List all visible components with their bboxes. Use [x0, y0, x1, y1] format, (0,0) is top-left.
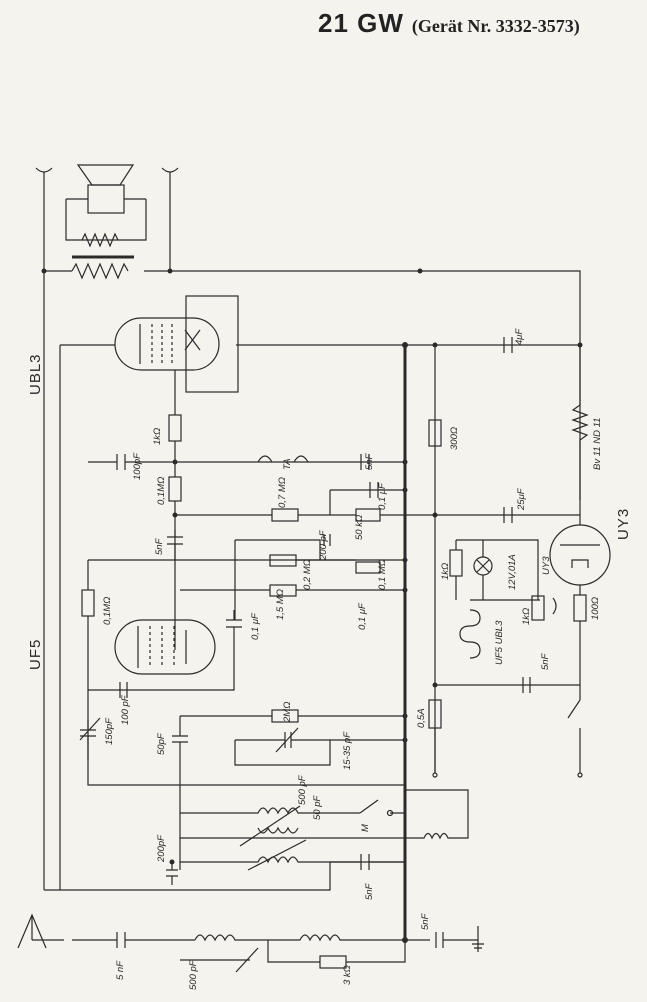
label-ta: TA: [282, 459, 293, 470]
label-c-01uf-c: 0,1 μF: [250, 612, 261, 640]
antenna: [17, 913, 484, 973]
label-c-200pf-a: 200 pF: [318, 529, 329, 561]
device-subtitle: (Gerät Nr. 3332-3573): [411, 16, 580, 36]
label-choke: UF5 UBL3: [494, 620, 505, 665]
label-c-500pf-ant: 500 pF: [188, 959, 199, 990]
label-c-50pf-a: 50pF: [156, 732, 167, 755]
label-r-1k-b: 1kΩ: [521, 608, 532, 625]
label-fuse: 0,5A: [416, 708, 427, 728]
label-c-100pf-top: 100pF: [132, 452, 143, 480]
label-r-300: 300Ω: [449, 427, 460, 450]
label-r-100: 100Ω: [590, 597, 601, 620]
label-switch-m: M: [360, 824, 371, 832]
label-c-01uf-a: 0,1 μF: [377, 482, 388, 510]
uy3-label: UY3: [615, 508, 632, 540]
label-r-01m-uf5: 0,1MΩ: [102, 597, 113, 625]
loudspeaker: [65, 164, 147, 280]
label-r-2m: 2MΩ: [282, 702, 293, 723]
label-c-150pf: 150pF: [104, 717, 115, 745]
label-r-15m: 1,5 MΩ: [275, 589, 286, 620]
label-c-50pf-b: 50 pF: [312, 795, 323, 820]
label-r-01m-grid: 0,1MΩ: [156, 477, 167, 505]
label-c-5nf-mid: 5nF: [154, 537, 165, 555]
label-r-07m: 0,7 MΩ: [277, 477, 288, 508]
label-c-15-35: 15-35 pF: [342, 731, 353, 770]
label-c-01uf-b: 0,1 μF: [357, 602, 368, 630]
label-c-4uf: 4μF: [514, 328, 525, 345]
tube-ubl3: [59, 295, 580, 890]
label-c-200pf-b: 200pF: [156, 834, 167, 863]
ubl3-label: UBL3: [27, 353, 44, 395]
speaker-jacks: [35, 167, 179, 890]
label-c-5nf-low: 5nF: [364, 882, 375, 900]
label-r-50k: 50 kΩ: [354, 515, 365, 540]
label-r-3k: 3 kΩ: [342, 965, 353, 985]
title-block: 21 GW (Gerät Nr. 3332-3573): [318, 8, 580, 39]
label-c-5nf-mains: 5nF: [540, 652, 551, 670]
label-pilot-lamp: 12V,01A: [507, 554, 518, 590]
label-c-25uf: 25μF: [516, 487, 527, 511]
label-r-bv: Bv 11 ND 11: [592, 418, 603, 470]
model-title: 21 GW: [318, 8, 404, 38]
label-r-1k-pilot: 1kΩ: [440, 563, 451, 580]
label-c-5nf-earth: 5nF: [420, 912, 431, 930]
tube-uy3: [549, 500, 611, 685]
label-r-01m-b: 0,1 MΩ: [377, 559, 388, 590]
label-uy3-small: UY3: [541, 556, 552, 575]
label-c-5nf-ant: 5 nF: [115, 960, 126, 980]
label-r-02m: 0,2 MΩ: [302, 559, 313, 590]
label-c-100pf-uf5: 100 pF: [120, 694, 131, 725]
label-r-1k-anode: 1kΩ: [152, 428, 163, 445]
label-c-500pf-a: 500 pF: [297, 774, 308, 805]
uf5-label: UF5: [27, 639, 44, 670]
label-c-5nf-top: 5nF: [364, 452, 375, 470]
